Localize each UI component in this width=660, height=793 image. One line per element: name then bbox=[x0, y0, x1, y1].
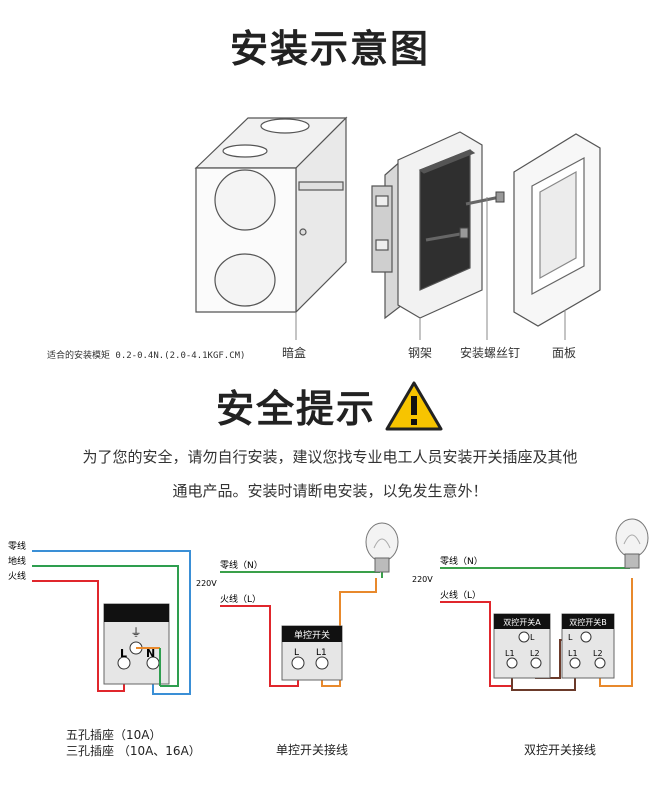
part-label-screws: 安装螺丝钉 bbox=[460, 346, 521, 360]
single-live-label: 火线（L） bbox=[220, 593, 261, 605]
double-live-label: 火线（L） bbox=[440, 589, 481, 601]
double-switch-caption: 双控开关接线 bbox=[524, 743, 597, 757]
switch-a-pin-l: L bbox=[530, 633, 535, 642]
part-label-back-box: 暗盒 bbox=[282, 346, 307, 360]
socket-caption-three-hole: 三孔插座 （10A、16A） bbox=[66, 744, 201, 758]
safety-text-line1: 为了您的安全，请勿自行安装，建议您找专业电工人员安装开关插座及其他 bbox=[82, 448, 578, 466]
socket-caption-five-hole: 五孔插座（10A） bbox=[66, 728, 162, 742]
socket-wiring: ⏚ L N 零线 地线 火线 bbox=[8, 540, 191, 695]
switch-b-pin-l: L bbox=[568, 633, 573, 642]
light-bulb-icon bbox=[615, 518, 649, 569]
single-pin-l: L bbox=[294, 648, 299, 658]
switch-a-pin-l2: L2 bbox=[530, 649, 540, 658]
leader-lines bbox=[295, 197, 566, 340]
double-switch-b-label: 双控开关B bbox=[569, 617, 607, 627]
switch-a-pin-l1: L1 bbox=[505, 649, 515, 658]
light-bulb-icon bbox=[365, 522, 399, 573]
double-switch-wiring: 双控开关A L L1 L2 双控开关B L L1 L2 零线（N） 220V 火… bbox=[412, 518, 649, 691]
torque-note: 适合的安装模矩 0.2-0.4N.(2.0-4.1KGF.CM) bbox=[47, 351, 246, 361]
part-label-steel-frame: 钢架 bbox=[408, 346, 433, 360]
single-voltage-label: 220V bbox=[196, 579, 217, 588]
wire-label-live: 火线 bbox=[8, 570, 26, 582]
socket-top-bar bbox=[104, 604, 169, 622]
safety-title: 安全提示 bbox=[215, 387, 376, 431]
socket-pin-n: N bbox=[146, 647, 155, 660]
single-neutral-label: 零线（N） bbox=[220, 559, 263, 571]
single-switch-wiring: 单控开关 L L1 零线（N） 220V 火线（L） bbox=[196, 522, 399, 687]
steel-frame bbox=[371, 131, 483, 320]
double-voltage-label: 220V bbox=[412, 575, 433, 584]
install-diagram-title: 安装示意图 bbox=[229, 27, 430, 71]
earth-symbol-icon: ⏚ bbox=[131, 626, 142, 639]
switch-b-pin-l2: L2 bbox=[593, 649, 603, 658]
back-box bbox=[194, 116, 348, 314]
single-switch-label: 单控开关 bbox=[294, 629, 330, 641]
socket-pin-l: L bbox=[120, 647, 127, 660]
wire-label-neutral: 零线 bbox=[8, 540, 26, 552]
warning-triangle-icon bbox=[385, 381, 443, 430]
switch-b-pin-l1: L1 bbox=[568, 649, 578, 658]
earth-wire bbox=[32, 565, 179, 687]
face-plate bbox=[513, 133, 601, 327]
single-switch-caption: 单控开关接线 bbox=[276, 743, 349, 757]
part-label-face-plate: 面板 bbox=[552, 346, 577, 360]
double-neutral-label: 零线（N） bbox=[440, 555, 483, 567]
double-switch-a-label: 双控开关A bbox=[503, 617, 541, 627]
single-pin-l1: L1 bbox=[316, 648, 327, 658]
safety-text-line2: 通电产品。安装时请断电安装，以免发生意外！ bbox=[172, 482, 488, 500]
safety-header: 安全提示 bbox=[0, 378, 660, 433]
install-screws bbox=[425, 191, 505, 242]
wire-label-earth: 地线 bbox=[8, 555, 26, 567]
